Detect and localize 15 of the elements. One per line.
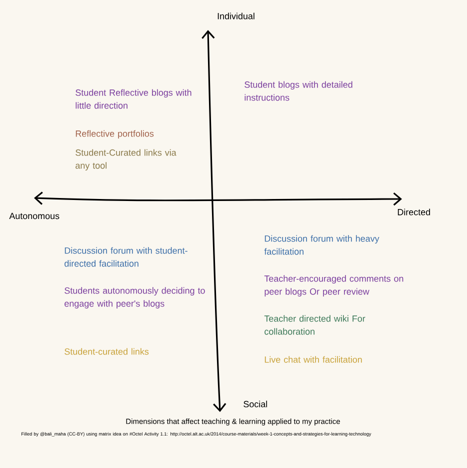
- activity-text: Teacher-encouraged comments on peer blogs Or peer review: [264, 275, 404, 296]
- axis-label: Individual: [218, 12, 254, 20]
- activity-text: Students autonomously deciding to engage with peer's blogs: [64, 287, 205, 308]
- axis-label: Social: [244, 400, 267, 408]
- activity-text: Student-Curated links via any tool: [76, 149, 176, 170]
- activity-text: Live chat with facilitation: [264, 356, 362, 363]
- activity-text: Student-curated links: [64, 348, 149, 355]
- activity-text: Reflective portfolios: [76, 130, 154, 139]
- axis-label: Directed: [398, 208, 430, 216]
- axis-label: Autonomous: [9, 212, 60, 220]
- activity-text: Discussion forum with heavy facilitation: [264, 235, 380, 255]
- activity-text: Teacher directed wiki For collaboration: [264, 315, 366, 335]
- activity-text: Student Reflective blogs with little direction: [76, 89, 192, 109]
- activity-text: Discussion forum with student-directed facilitation: [64, 247, 188, 267]
- activity-text: Student blogs with detailed instructions: [244, 81, 352, 101]
